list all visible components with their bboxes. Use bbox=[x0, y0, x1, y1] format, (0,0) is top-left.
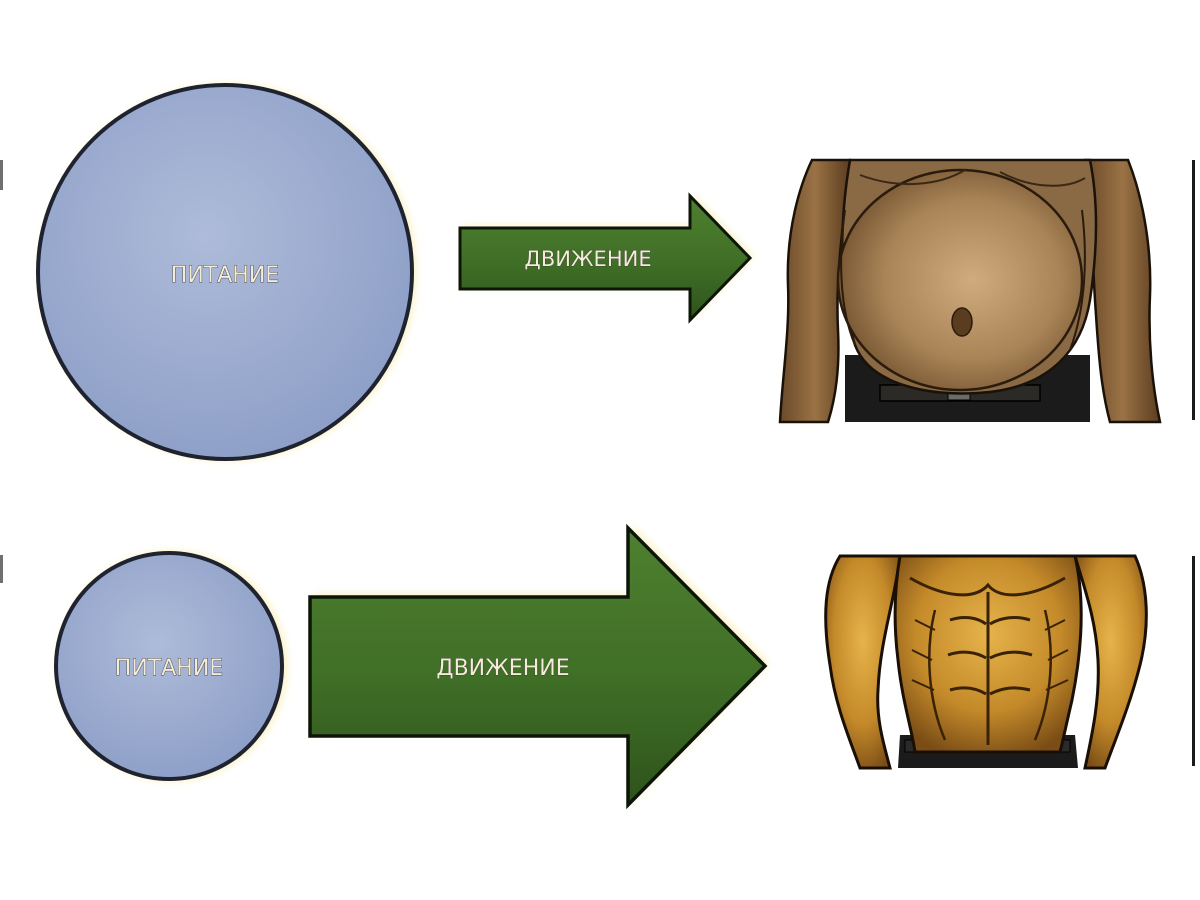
nutrition-label-bottom: ПИТАНИЕ bbox=[115, 656, 223, 681]
edge-mark-left-top bbox=[0, 160, 3, 190]
nutrition-circle-large: ПИТАНИЕ bbox=[36, 83, 416, 461]
edge-mark-left-bottom bbox=[0, 555, 3, 583]
nutrition-circle-small: ПИТАНИЕ bbox=[54, 551, 287, 781]
row-top: ПИТАНИЕ ДВИЖЕНИЕ bbox=[36, 83, 1162, 461]
nutrition-label-top: ПИТАНИЕ bbox=[171, 263, 279, 288]
edge-mark-right-bottom bbox=[1192, 556, 1195, 766]
movement-label-top: ДВИЖЕНИЕ bbox=[524, 247, 651, 271]
row-bottom: ПИТАНИЕ ДВИЖЕНИЕ bbox=[54, 523, 1148, 810]
edge-mark-right-top bbox=[1192, 160, 1195, 420]
movement-arrow-small: ДВИЖЕНИЕ bbox=[458, 192, 753, 324]
muscular-torso-image bbox=[824, 554, 1148, 770]
movement-label-bottom: ДВИЖЕНИЕ bbox=[436, 656, 569, 681]
movement-arrow-large: ДВИЖЕНИЕ bbox=[308, 523, 769, 810]
belly-torso-image bbox=[778, 158, 1162, 424]
